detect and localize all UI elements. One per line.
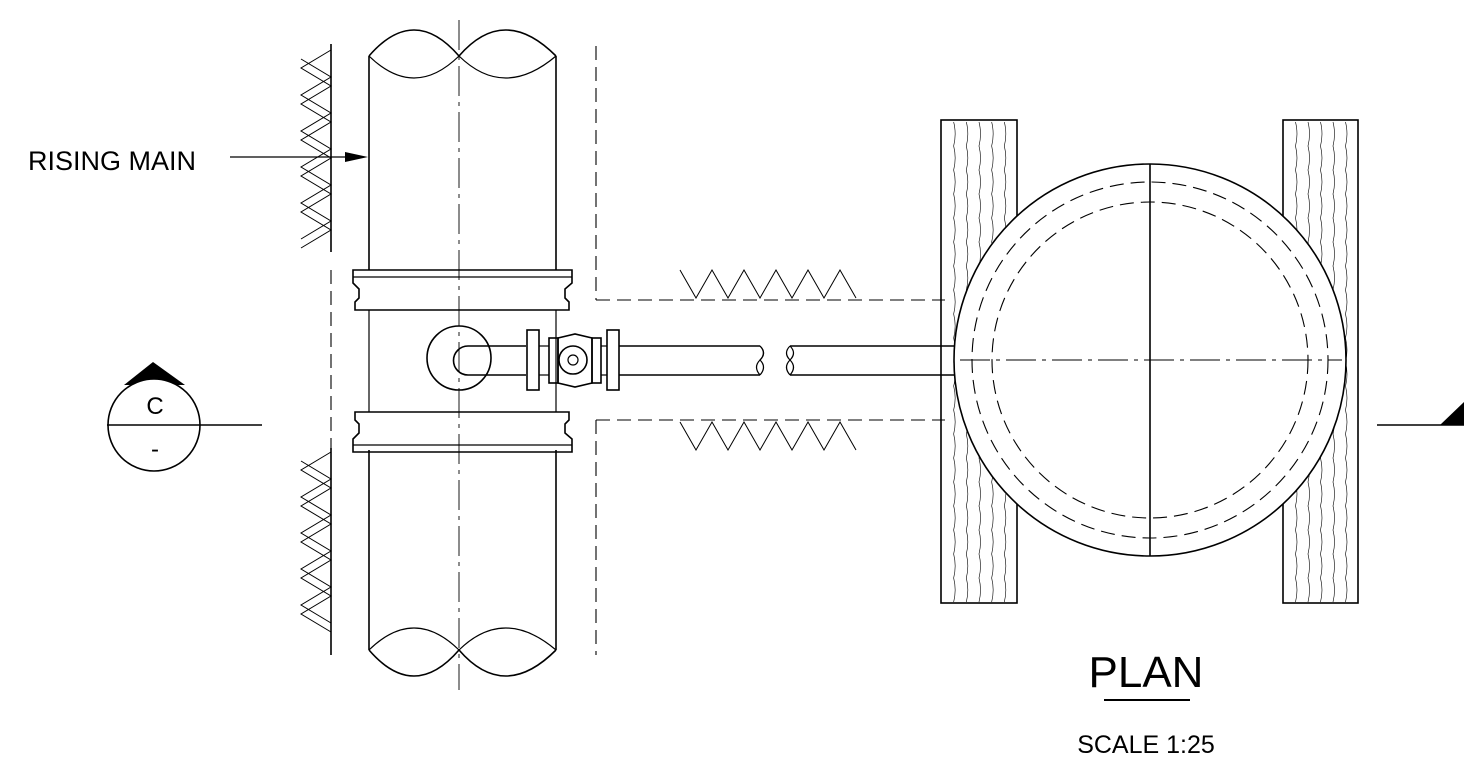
section-letter: C bbox=[146, 393, 163, 420]
trench-outline bbox=[330, 46, 945, 655]
rising-main-callout: RISING MAIN bbox=[28, 146, 368, 176]
drawing-title: PLAN bbox=[1089, 648, 1204, 697]
saddle-collar bbox=[352, 269, 573, 453]
section-marker-c: C - bbox=[107, 362, 262, 472]
branch-pipe bbox=[426, 325, 955, 391]
drawing-scale: SCALE 1:25 bbox=[1077, 731, 1215, 759]
section-sheet: - bbox=[151, 436, 159, 463]
rising-main-label: RISING MAIN bbox=[28, 146, 196, 176]
chamber bbox=[953, 163, 1347, 557]
section-marker-right bbox=[1377, 402, 1464, 426]
ground-hatch-left bbox=[300, 44, 332, 655]
rising-main-pipe bbox=[368, 20, 557, 690]
trench-hatch bbox=[679, 268, 857, 452]
